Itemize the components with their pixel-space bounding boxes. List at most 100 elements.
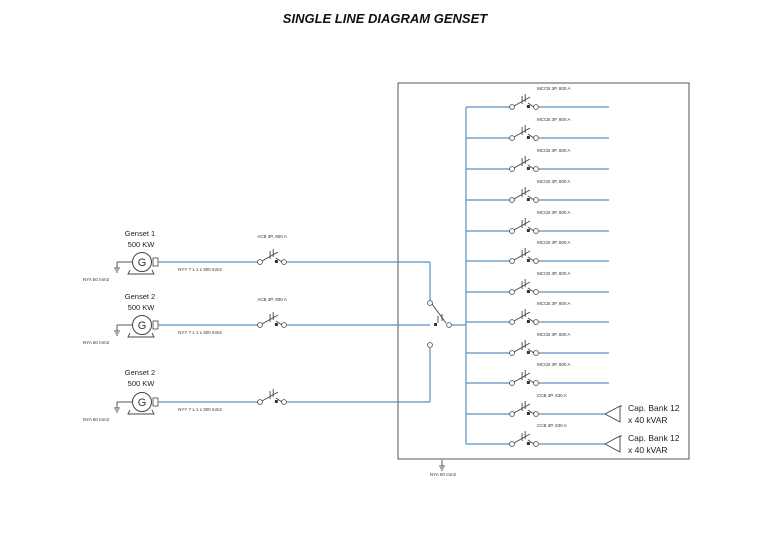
- incoming-breaker: [257, 312, 287, 328]
- breaker-contact: [533, 258, 539, 264]
- breaker-contact: [257, 322, 263, 328]
- feeder-breaker: [509, 309, 539, 325]
- incoming-breaker: [257, 389, 287, 405]
- panel-ground-label: NYA 50 mm2: [430, 472, 457, 477]
- feeder-5: MCCB 3P, 800 A: [466, 210, 609, 234]
- breaker-contact: [509, 289, 515, 295]
- breaker-latch: [526, 167, 530, 170]
- genset-shaft: [152, 320, 159, 330]
- generator-symbol: [132, 392, 152, 412]
- ground-symbol: [439, 460, 445, 471]
- feeder-9: MCCB 3P, 800 A: [466, 332, 609, 356]
- breaker-latch: [526, 136, 530, 139]
- breaker-contact: [257, 259, 263, 265]
- ground-cable-label: NYA 50 mm2: [83, 277, 110, 282]
- genset-base: [127, 409, 155, 415]
- distribution-panel: [397, 82, 690, 460]
- cable-spec-label: NYY 7 x 1 x 300 mm2: [178, 407, 222, 412]
- breaker-contact: [509, 411, 515, 417]
- genset-rating: 500 KW: [128, 240, 156, 249]
- cable-spec-label: NYY 7 x 1 x 300 mm2: [178, 267, 222, 272]
- breaker-contact: [509, 197, 515, 203]
- feeder-breaker: [509, 187, 539, 203]
- breaker-contact: [509, 350, 515, 356]
- feeder-11: CCB 3P, 630 A Cap. Bank 12 x 40 kVAR: [466, 393, 680, 425]
- ground-symbol: [114, 325, 120, 336]
- genset-name: Genset 2: [125, 368, 155, 377]
- transfer-contact: [427, 342, 433, 348]
- breaker-contact: [533, 441, 539, 447]
- breaker-contact: [281, 322, 287, 328]
- feeder-breaker: [509, 156, 539, 172]
- ground-cable-label: NYA 50 mm2: [83, 417, 110, 422]
- feeder-1: MCCB 3P, 800 A: [466, 86, 609, 110]
- breaker-contact: [509, 166, 515, 172]
- feeder-breaker-label: MCCB 3P, 800 A: [537, 271, 570, 276]
- breaker-latch: [274, 323, 278, 326]
- genset-name: Genset 1: [125, 229, 155, 238]
- breaker-latch: [526, 320, 530, 323]
- genset-base: [127, 269, 155, 275]
- feeder-breaker-label: MCCB 3P, 800 A: [537, 210, 570, 215]
- ground-symbol: [114, 402, 120, 413]
- capacitor-bank-symbol: [604, 435, 621, 453]
- feeder-breaker: [509, 125, 539, 141]
- ground-cable-label: NYA 50 mm2: [83, 340, 110, 345]
- breaker-contact: [533, 289, 539, 295]
- feeder-breaker: [509, 370, 539, 386]
- breaker-contact: [533, 135, 539, 141]
- breaker-latch: [526, 198, 530, 201]
- breaker-contact: [257, 399, 263, 405]
- capacitor-bank-label: Cap. Bank 12: [628, 403, 680, 413]
- transfer-blade: [431, 303, 447, 324]
- ground-symbol: [114, 262, 120, 273]
- breaker-contact: [509, 228, 515, 234]
- feeder-4: MCCB 3P, 800 A: [466, 179, 609, 203]
- generator-symbol-letter: G: [138, 320, 147, 332]
- breaker-latch: [274, 260, 278, 263]
- breaker-contact: [533, 350, 539, 356]
- breaker-latch: [526, 351, 530, 354]
- feeder-breaker-label: MCCB 3P, 800 A: [537, 240, 570, 245]
- breaker-label: ACB 3P, 800 A: [257, 297, 286, 302]
- capacitor-bank-rating: x 40 kVAR: [628, 445, 668, 455]
- generator-symbol: [132, 252, 152, 272]
- breaker-latch: [274, 400, 278, 403]
- breaker-contact: [281, 399, 287, 405]
- feeder-breaker-label: CCB 3P, 630 A: [537, 393, 567, 398]
- breaker-label: ACB 3P, 800 A: [257, 234, 286, 239]
- breaker-latch: [526, 442, 530, 445]
- feeder-breaker-label: MCCB 3P, 800 A: [537, 332, 570, 337]
- capacitor-bank-label: Cap. Bank 12: [628, 433, 680, 443]
- breaker-contact: [533, 411, 539, 417]
- breaker-latch: [526, 105, 530, 108]
- breaker-contact: [509, 380, 515, 386]
- breaker-latch: [526, 229, 530, 232]
- feeder-breaker-label: CCB 3P, 630 A: [537, 423, 567, 428]
- feeder-group: MCCB 3P, 800 A MCCB 3P, 800 A MCCB 3P, 800…: [465, 86, 680, 455]
- breaker-contact: [509, 258, 515, 264]
- breaker-contact: [533, 166, 539, 172]
- transfer-contact: [446, 322, 452, 328]
- genset-base: [127, 332, 155, 338]
- diagram-title: SINGLE LINE DIAGRAM GENSET: [283, 11, 488, 26]
- breaker-contact: [533, 319, 539, 325]
- breaker-contact: [533, 228, 539, 234]
- breaker-latch: [526, 412, 530, 415]
- feeder-breaker: [509, 401, 539, 417]
- main-switch-group: NYA 50 mm2: [427, 262, 466, 477]
- breaker-latch: [526, 290, 530, 293]
- transfer-latch: [434, 323, 437, 326]
- genset-rating: 500 KW: [128, 379, 156, 388]
- breaker-contact: [533, 197, 539, 203]
- genset-rating: 500 KW: [128, 303, 156, 312]
- capacitor-bank-symbol: [604, 405, 621, 423]
- breaker-contact: [509, 104, 515, 110]
- feeder-breaker-label: MCCB 3P, 800 A: [537, 148, 570, 153]
- capacitor-bank-rating: x 40 kVAR: [628, 415, 668, 425]
- breaker-contact: [533, 380, 539, 386]
- feeder-breaker-label: MCCB 3P, 800 A: [537, 301, 570, 306]
